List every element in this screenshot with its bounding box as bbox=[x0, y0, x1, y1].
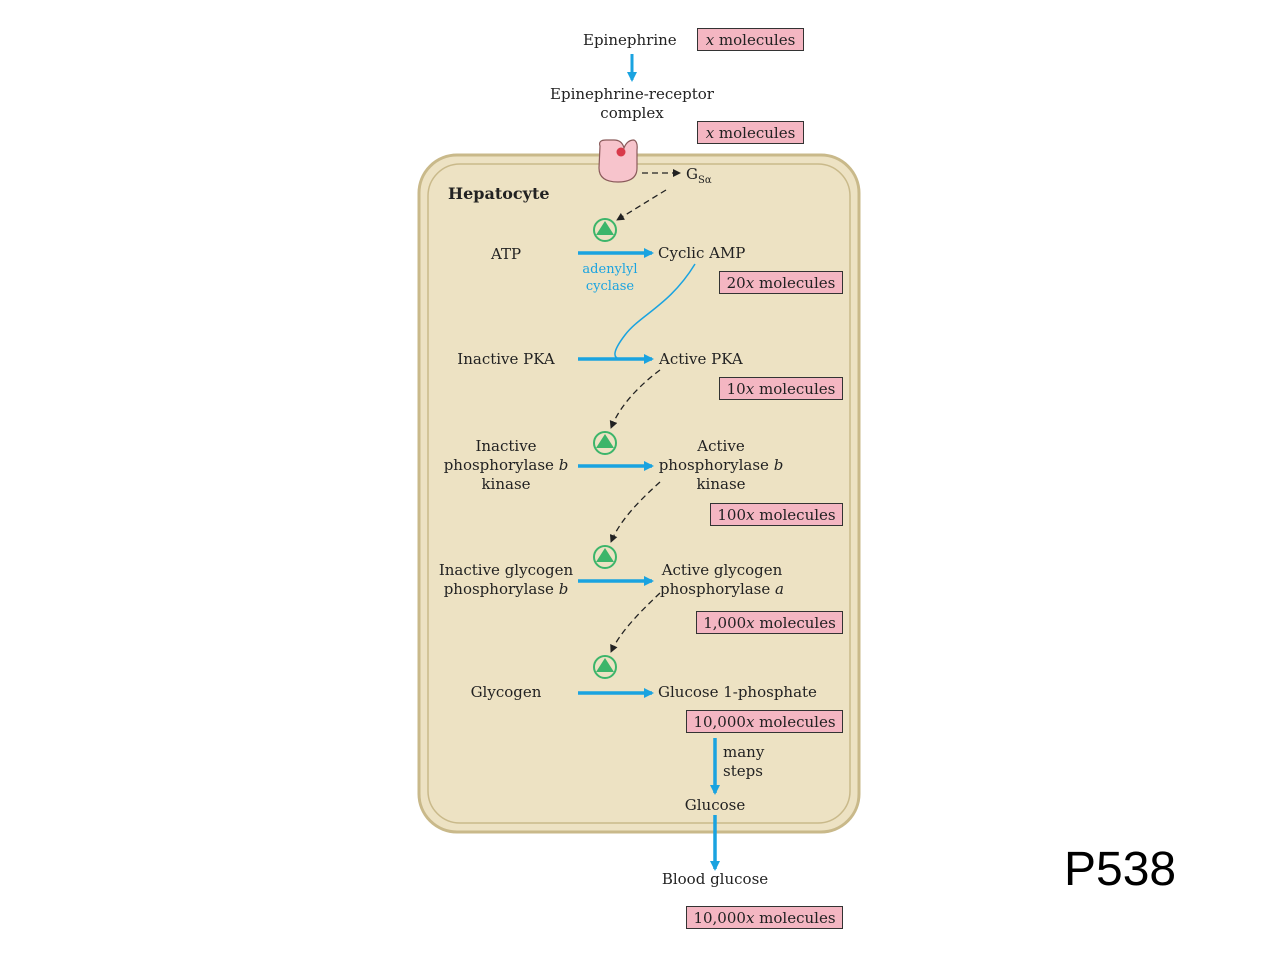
molecules-box-kinase: 100x molecules bbox=[710, 503, 843, 526]
molecules-box-complex: x molecules bbox=[697, 121, 804, 144]
active-kinase-line1: Active bbox=[697, 437, 745, 455]
arrow-kinase-catalysis bbox=[609, 481, 661, 543]
inactive-kinase-line2: phosphorylase b bbox=[443, 456, 569, 474]
gs-label-main: G bbox=[686, 165, 698, 183]
molecules-box-blood-glucose: 10,000x molecules bbox=[686, 906, 843, 929]
hepatocyte-inner-membrane bbox=[427, 163, 851, 824]
glucose-label: Glucose bbox=[684, 796, 746, 814]
camp-label: Cyclic AMP bbox=[658, 244, 746, 262]
epinephrine-label: Epinephrine bbox=[583, 31, 677, 49]
molecules-box-camp: 20x molecules bbox=[719, 271, 843, 294]
inactive-phos-line2: phosphorylase b bbox=[443, 580, 569, 598]
atp-label: ATP bbox=[490, 245, 522, 263]
glycogen-label: Glycogen bbox=[470, 683, 542, 701]
molecules-box-g1p: 10,000x molecules bbox=[686, 710, 843, 733]
gs-label-sub: Sα bbox=[697, 175, 712, 186]
activator-icon bbox=[593, 431, 617, 455]
activator-icon bbox=[593, 545, 617, 569]
inactive-pka-label: Inactive PKA bbox=[457, 350, 555, 368]
g1p-label: Glucose 1-phosphate bbox=[658, 683, 817, 701]
page-number: P538 bbox=[1064, 843, 1177, 896]
active-phos-line1: Active glycogen bbox=[661, 561, 783, 579]
complex-label: Epinephrine-receptor complex bbox=[532, 85, 732, 123]
inactive-phosphorylase-label: Inactive glycogen phosphorylase b bbox=[426, 561, 586, 599]
complex-label-line1: Epinephrine-receptor bbox=[550, 85, 714, 103]
molecules-box-epinephrine: x molecules bbox=[697, 28, 804, 51]
active-phos-line2: phosphorylase a bbox=[660, 580, 784, 598]
many-steps-line1: many bbox=[723, 743, 765, 761]
receptor-icon bbox=[598, 139, 638, 183]
active-pka-label: Active PKA bbox=[659, 350, 743, 368]
enzyme-line2: cyclase bbox=[585, 279, 635, 294]
inactive-kinase-line3: kinase bbox=[481, 475, 531, 493]
active-kinase-line3: kinase bbox=[696, 475, 746, 493]
activator-icon bbox=[593, 218, 617, 242]
enzyme-line1: adenylyl bbox=[582, 262, 638, 277]
camp-to-pka-curve bbox=[614, 263, 696, 360]
adenylyl-cyclase-label: adenylyl cyclase bbox=[560, 261, 660, 295]
inactive-kinase-label: Inactive phosphorylase b kinase bbox=[431, 437, 581, 494]
complex-label-line2: complex bbox=[600, 104, 664, 122]
hepatocyte-cell bbox=[417, 153, 861, 834]
active-phosphorylase-label: Active glycogen phosphorylase a bbox=[642, 561, 802, 599]
many-steps-label: many steps bbox=[723, 743, 764, 781]
molecules-box-phosphorylase: 1,000x molecules bbox=[696, 611, 843, 634]
arrow-phosphorylase-catalysis bbox=[610, 592, 661, 653]
cell-title: Hepatocyte bbox=[448, 184, 550, 203]
inactive-phos-line1: Inactive glycogen bbox=[438, 561, 574, 579]
many-steps-line2: steps bbox=[723, 762, 763, 780]
blood-glucose-label: Blood glucose bbox=[661, 870, 769, 888]
active-kinase-label: Active phosphorylase b kinase bbox=[646, 437, 796, 494]
inactive-kinase-line1: Inactive bbox=[475, 437, 537, 455]
gs-label: GSα bbox=[686, 165, 712, 190]
activator-icon bbox=[593, 655, 617, 679]
molecules-box-pka: 10x molecules bbox=[719, 377, 843, 400]
active-kinase-line2: phosphorylase b bbox=[658, 456, 784, 474]
